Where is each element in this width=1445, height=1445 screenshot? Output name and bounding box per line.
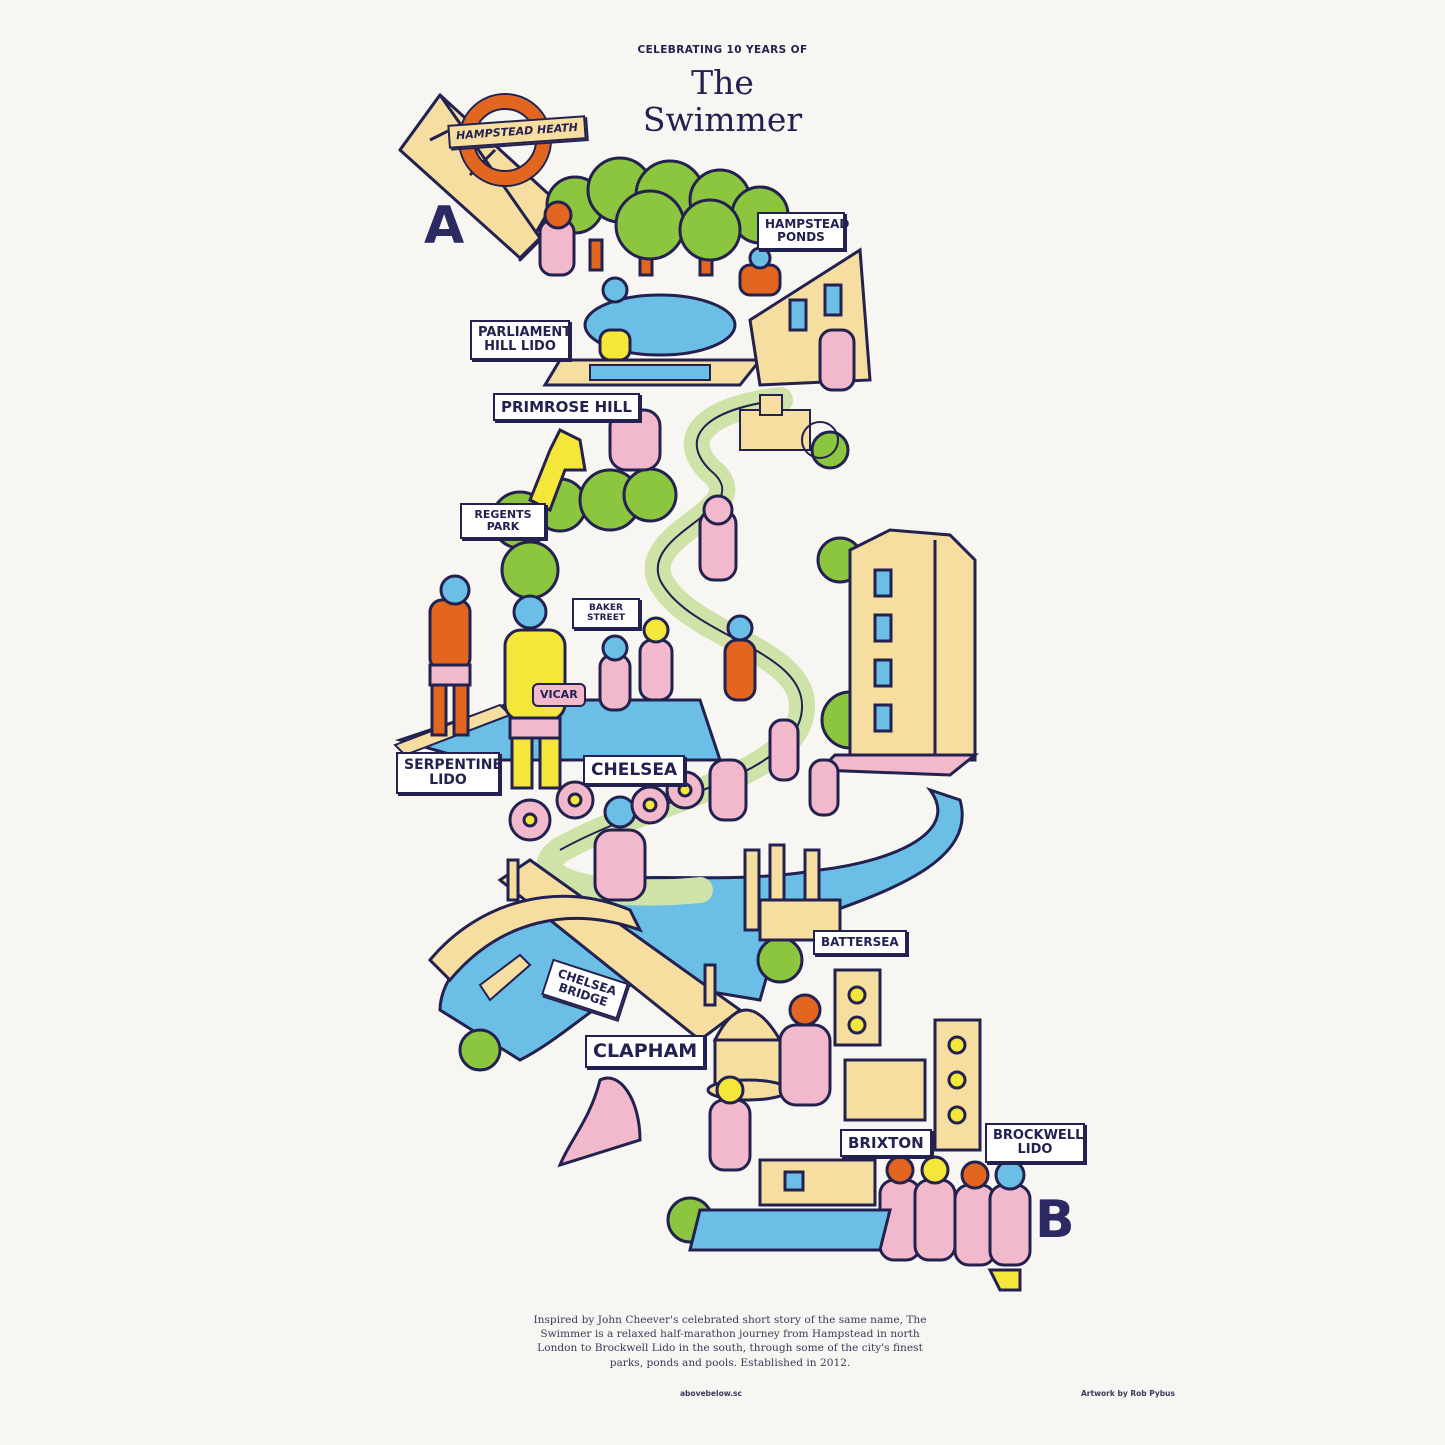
speakers	[833, 968, 982, 1152]
hampstead-trees	[545, 156, 790, 277]
sign-chelsea: CHELSEA	[583, 755, 686, 786]
sign-serpentine-lido: SERPENTINE LIDO	[396, 752, 502, 795]
start-marker-a: A	[424, 196, 465, 256]
sign-regents-park: REGENTS PARK	[460, 503, 546, 539]
brockwell-group	[708, 993, 1032, 1292]
sign-parliament-hill-lido: PARLIAMENT HILL LIDO	[470, 320, 571, 361]
sign-brockwell-lido: BROCKWELL LIDO	[985, 1123, 1085, 1164]
sign-primrose-hill: PRIMROSE HILL	[493, 393, 640, 422]
boat	[478, 953, 532, 1002]
end-marker-b: B	[1035, 1190, 1075, 1250]
walking-path	[536, 387, 815, 906]
sign-baker-street: BAKER STREET	[572, 598, 640, 630]
title-line-1: The	[691, 63, 754, 102]
swimmers	[428, 200, 856, 902]
website-link[interactable]: abovebelow.sc	[680, 1389, 742, 1398]
kicker-text: CELEBRATING 10 YEARS OF	[637, 44, 808, 56]
page-title: The Swimmer	[0, 64, 1445, 138]
description-text: Inspired by John Cheever's celebrated sh…	[533, 1314, 927, 1369]
sign-battersea: BATTERSEA	[813, 930, 907, 955]
giraffe	[528, 427, 587, 513]
sign-brixton: BRIXTON	[840, 1129, 932, 1158]
pigeon	[557, 1076, 642, 1168]
title-line-2: Swimmer	[642, 100, 803, 139]
brockwell-lido	[688, 1158, 892, 1252]
flowers	[508, 770, 705, 842]
sign-clapham: CLAPHAM	[585, 1035, 706, 1068]
artwork-credit: Artwork by Rob Pybus	[1081, 1389, 1175, 1398]
vicar-label: VICAR	[532, 683, 586, 707]
sign-hampstead-ponds: HAMPSTEAD PONDS	[757, 212, 849, 250]
